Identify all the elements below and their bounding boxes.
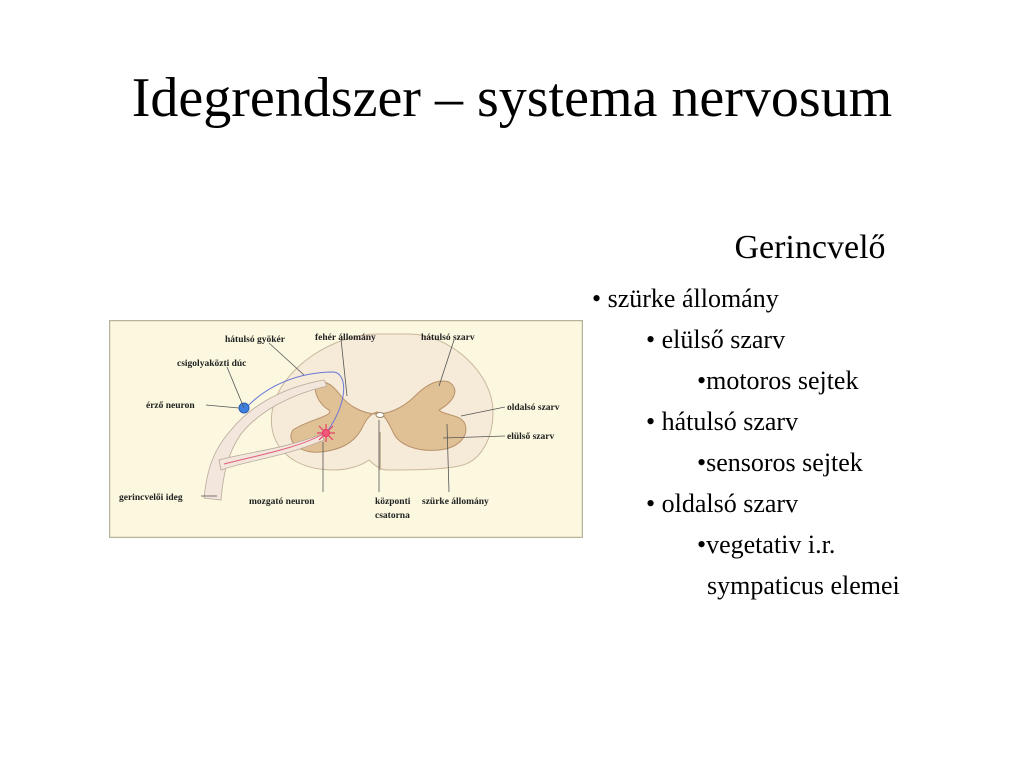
slide-title: Idegrendszer – systema nervosum [131,67,893,129]
label-spinal-nerve: gerincvelői ideg [119,493,183,503]
bullet-grey-matter: • szürke állomány [592,284,779,313]
grey-matter-shape [290,380,467,453]
label-sensory-neuron: érző neuron [146,401,195,411]
sensory-axon [243,371,345,433]
label-central-canal-2: csatorna [375,511,410,521]
label-white-matter: fehér állomány [315,333,376,343]
label-dorsal-horn: hátulsó szarv [421,333,475,343]
label-dorsal-root: hátulsó gyökér [225,335,286,345]
bullet-dorsal-horn: • hátulsó szarv [646,407,799,436]
bullet-ventral-horn: • elülső szarv [646,325,786,354]
label-lateral-horn: oldalsó szarv [507,403,560,413]
label-grey-matter: szürke állomány [422,497,489,507]
bullet-motor-cells: •motoros sejtek [697,366,859,395]
bullet-sympathetic: sympaticus elemei [707,571,900,600]
central-canal-shape [375,412,385,418]
spinal-cord-notes: Gerincvelő • szürke állomány • elülső sz… [560,222,1020,606]
bullet-lateral-horn: • oldalsó szarv [646,489,799,518]
bullet-vegetative: •vegetativ i.r. [697,530,836,559]
label-motor-neuron: mozgató neuron [249,497,315,507]
notes-heading: Gerincvelő [734,229,886,266]
motor-neuron-star [317,424,335,442]
spinal-cord-illustration: hátulsó gyökér fehér állomány hátulsó sz… [109,320,583,538]
spinal-cord-diagram: hátulsó gyökér fehér állomány hátulsó sz… [109,320,583,538]
label-central-canal-1: központi [375,497,411,507]
bullet-sensory-cells: •sensoros sejtek [697,448,863,477]
spinal-nerve-shape [203,379,328,501]
label-ventral-horn: elülső szarv [507,432,554,442]
motor-axon [223,432,326,465]
label-ganglion: csigolyaközti dúc [177,359,246,369]
